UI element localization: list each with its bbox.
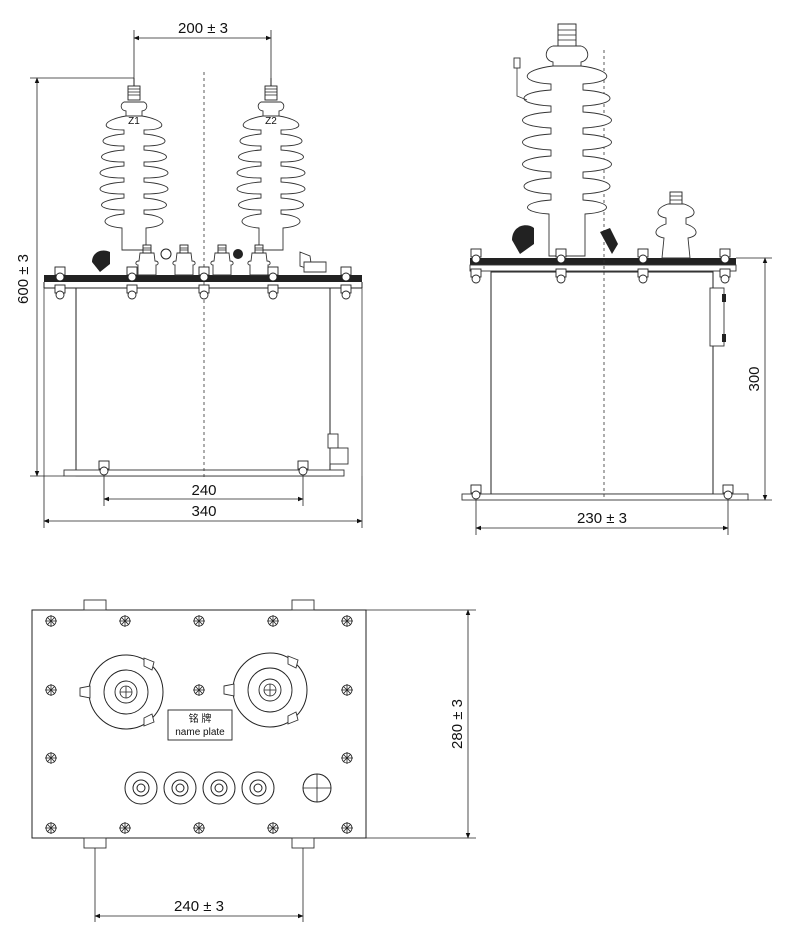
terminal-label-z2: Z2 [265, 116, 277, 127]
side-cover-plate [470, 258, 736, 265]
dim-label-top-mount: 240 ± 3 [174, 898, 224, 915]
lv-bushing-2 [172, 244, 196, 276]
clamp-left [92, 250, 110, 272]
top-cover-outline [31, 609, 367, 839]
name-plate-label-en: name plate [175, 727, 225, 738]
earth-terminal-top [302, 773, 332, 803]
name-plate [167, 709, 233, 741]
lv-terminal-top-1 [124, 771, 158, 805]
dim-label-front-width: 340 [191, 503, 216, 520]
lv-terminal-top-4 [241, 771, 275, 805]
lv-bushing-side [655, 191, 697, 259]
lv-terminal-top-2 [163, 771, 197, 805]
dim-label-side-width: 230 ± 3 [577, 510, 627, 527]
top-view: 铭 牌 name plate 280 ± 3 240 ± 3 [31, 599, 476, 922]
dim-label-front-height: 600 ± 3 [15, 254, 32, 304]
dim-label-top-depth: 280 ± 3 [449, 699, 466, 749]
earth-terminal [329, 447, 349, 465]
front-tank [75, 287, 331, 477]
lv-terminal-top-3 [202, 771, 236, 805]
side-nameplate-bracket [709, 287, 725, 347]
hv-bushing-top-left [79, 654, 164, 730]
hv-bushing-top-right [223, 652, 308, 728]
dim-label-side-height: 300 [746, 366, 763, 391]
terminal-label-z1: Z1 [128, 116, 140, 127]
name-plate-label-cn: 铭 牌 [189, 712, 212, 725]
front-view: Z1 Z2 200 ± 3 [15, 20, 363, 528]
hv-bushing-side [522, 23, 612, 257]
side-view: 300 230 ± 3 [461, 23, 772, 535]
side-base-plate [461, 493, 749, 501]
dim-label-terminal-spacing: 200 ± 3 [178, 20, 228, 37]
hv-bushing-right [236, 85, 306, 251]
side-tank [490, 271, 714, 495]
lv-bushing-3 [210, 244, 234, 276]
dim-label-front-mount: 240 [191, 482, 216, 499]
hv-bushing-left [99, 85, 169, 251]
